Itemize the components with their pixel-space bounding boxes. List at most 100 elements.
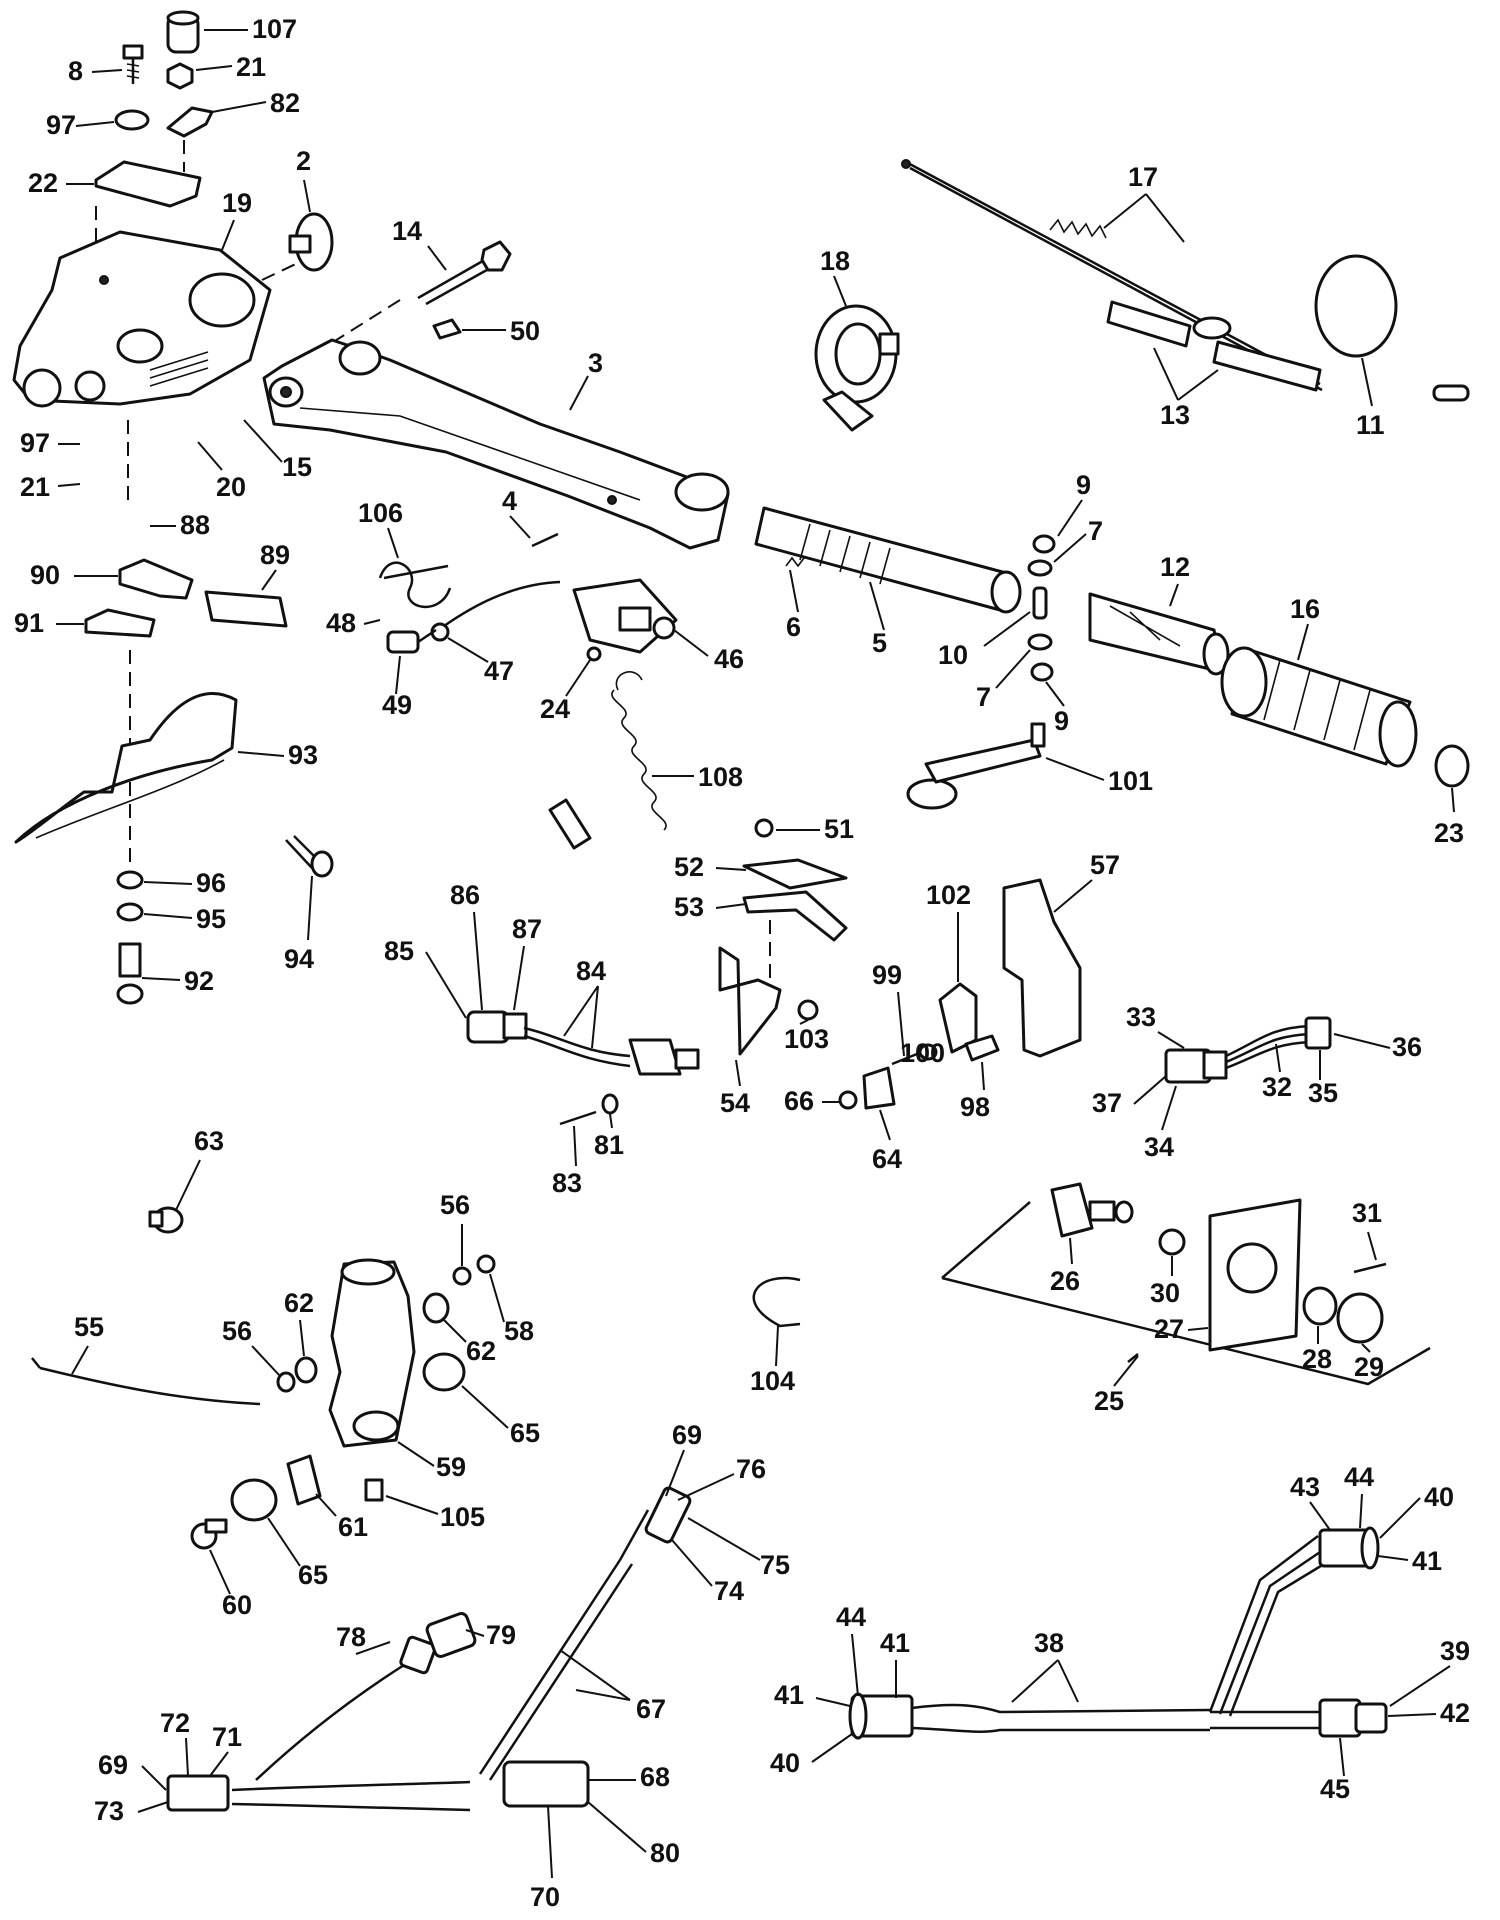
callout-41: 41	[1412, 1546, 1442, 1576]
callout-51: 51	[824, 814, 854, 844]
part-61-bushing	[286, 1454, 322, 1506]
callout-85: 85	[384, 936, 414, 966]
callout-44: 44	[1344, 1462, 1374, 1492]
callout-55: 55	[74, 1312, 104, 1342]
callout-75: 75	[760, 1550, 790, 1580]
callout-12: 12	[1160, 552, 1190, 582]
part-66-screw	[838, 1090, 858, 1110]
callout-97: 97	[20, 428, 50, 458]
part-62-bushing-left	[294, 1356, 318, 1384]
callout-3: 3	[588, 348, 603, 378]
part-63-screw	[148, 1206, 184, 1234]
callout-6: 6	[786, 612, 801, 642]
callout-9: 9	[1054, 706, 1069, 736]
callout-40: 40	[770, 1748, 800, 1778]
part-65-washer-upper	[422, 1352, 466, 1392]
callout-28: 28	[1302, 1344, 1332, 1374]
callout-81: 81	[594, 1130, 624, 1160]
callout-94: 94	[284, 944, 314, 974]
callout-7: 7	[976, 682, 991, 712]
callout-71: 71	[212, 1722, 242, 1752]
part-16-grip	[1220, 646, 1418, 768]
part-46-switch	[572, 578, 678, 654]
callout-62: 62	[466, 1336, 496, 1366]
part-32-harness	[1164, 1016, 1332, 1084]
callout-99: 99	[872, 960, 902, 990]
part-38-harness	[848, 1526, 1388, 1740]
part-58-nut	[476, 1254, 496, 1274]
callout-67: 67	[636, 1694, 666, 1724]
callout-101: 101	[1108, 766, 1153, 796]
part-17-cable	[901, 159, 1470, 402]
part-105-fitting	[364, 1478, 384, 1502]
callout-72: 72	[160, 1708, 190, 1738]
callout-76: 76	[736, 1454, 766, 1484]
part-107-cap	[166, 10, 200, 54]
callout-2: 2	[296, 146, 311, 176]
callout-98: 98	[960, 1092, 990, 1122]
callout-45: 45	[1320, 1774, 1350, 1804]
part-7-washer-upper	[1027, 559, 1053, 577]
part-10-pin	[1032, 586, 1048, 620]
callout-95: 95	[196, 904, 226, 934]
part-94-screw	[285, 835, 334, 878]
part-98-bushing	[964, 1034, 1000, 1062]
callout-24: 24	[540, 694, 570, 724]
callout-47: 47	[484, 656, 514, 686]
part-22-plate	[94, 160, 202, 208]
part-23-ring	[1434, 744, 1470, 788]
callout-14: 14	[392, 216, 422, 246]
part-4-pin	[531, 532, 559, 548]
callout-11: 11	[1356, 410, 1385, 440]
part-56-washer-left	[276, 1371, 296, 1393]
part-60-screw	[190, 1518, 228, 1550]
part-49-plug	[386, 628, 437, 654]
callout-59: 59	[436, 1452, 466, 1482]
callout-13: 13	[1160, 400, 1190, 430]
callout-87: 87	[512, 914, 542, 944]
part-31-screw	[1353, 1262, 1387, 1274]
callout-5: 5	[872, 628, 887, 658]
callout-4: 4	[502, 486, 517, 516]
part-55-rod	[31, 1357, 261, 1406]
part-91-plate	[84, 608, 156, 638]
callout-10: 10	[938, 640, 968, 670]
part-6-spring	[785, 556, 805, 568]
callout-8: 8	[68, 56, 83, 86]
callout-93: 93	[288, 740, 318, 770]
callout-53: 53	[674, 892, 704, 922]
callout-64: 64	[872, 1144, 902, 1174]
part-62-bushing-right	[422, 1292, 450, 1324]
part-84-stop-switch-harness	[466, 1010, 700, 1076]
callout-70: 70	[530, 1882, 560, 1912]
part-52-plate	[742, 858, 848, 890]
part-3-tiller-arm	[262, 338, 730, 550]
callout-34: 34	[1144, 1132, 1174, 1162]
part-92-screw	[116, 942, 144, 1005]
part-103-nut	[797, 999, 819, 1021]
part-9-cap-lower	[1030, 662, 1054, 682]
part-47-wire	[443, 580, 561, 628]
callout-43: 43	[1290, 1472, 1320, 1502]
part-50-clip	[432, 318, 462, 340]
callout-80: 80	[650, 1838, 680, 1868]
part-82-clip	[166, 106, 214, 138]
callout-41: 41	[880, 1628, 910, 1658]
callout-104: 104	[750, 1366, 795, 1396]
part-102-plate	[938, 982, 978, 1054]
callout-30: 30	[1150, 1278, 1180, 1308]
callout-65: 65	[510, 1418, 540, 1448]
part-19-bracket	[12, 230, 272, 408]
callout-58: 58	[504, 1316, 534, 1346]
callout-22: 22	[28, 168, 58, 198]
part-104-clip	[752, 1276, 801, 1328]
callout-91: 91	[14, 608, 44, 638]
callout-19: 19	[222, 188, 252, 218]
callout-54: 54	[720, 1088, 750, 1118]
callout-35: 35	[1308, 1078, 1338, 1108]
callout-9: 9	[1076, 470, 1091, 500]
part-89-pin	[204, 590, 288, 628]
callout-20: 20	[216, 472, 246, 502]
part-67-harness	[166, 1486, 692, 1812]
